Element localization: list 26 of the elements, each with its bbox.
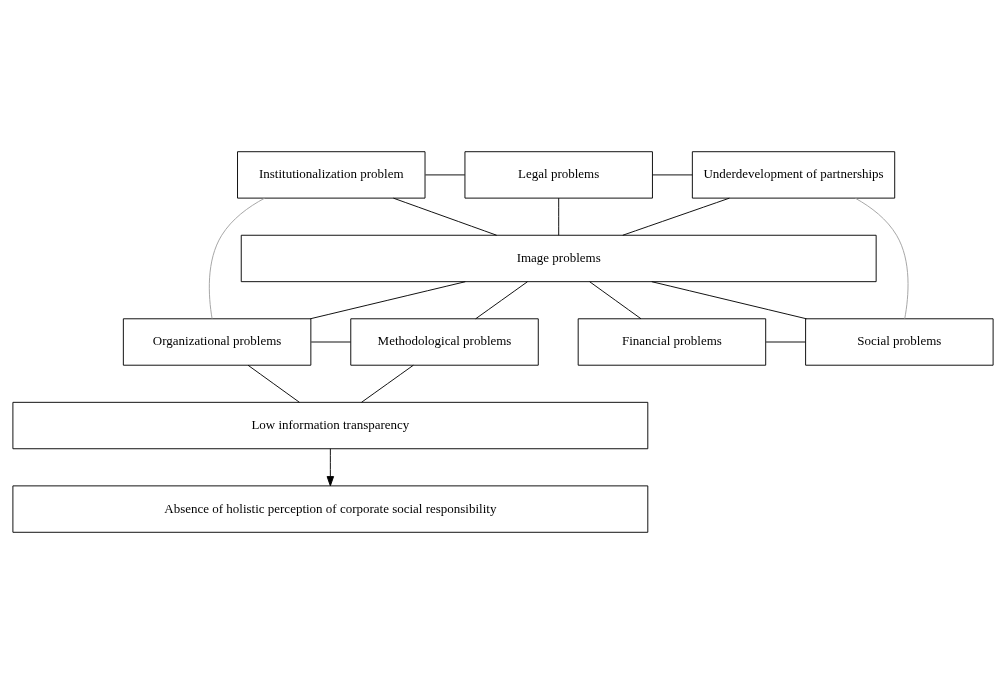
connector xyxy=(622,197,730,236)
node-box: Institutionalization problem xyxy=(237,151,426,199)
connector xyxy=(651,281,807,320)
arrow xyxy=(326,448,335,487)
node-box: Underdevelopment of partnerships xyxy=(691,151,896,199)
connector xyxy=(310,341,352,343)
connector xyxy=(652,174,693,176)
connector xyxy=(392,197,498,236)
connector xyxy=(854,197,909,320)
connector xyxy=(558,197,560,236)
connector xyxy=(247,364,300,403)
node-box: Organizational problems xyxy=(122,318,312,366)
node-box: Image problems xyxy=(240,234,877,283)
node-box: Financial problems xyxy=(577,318,767,366)
connector xyxy=(425,174,466,176)
connector xyxy=(309,281,466,320)
node-box: Low information transparency xyxy=(12,401,649,450)
connector xyxy=(361,364,414,403)
node-box: Methodological problems xyxy=(350,318,539,366)
connector xyxy=(765,341,806,343)
node-box: Legal problems xyxy=(464,151,653,199)
node-box: Absence of holistic perception of corporate social responsibility xyxy=(12,485,649,533)
connector xyxy=(589,281,642,320)
node-box: Social problems xyxy=(805,318,994,366)
connector xyxy=(208,197,266,319)
connector xyxy=(475,281,528,320)
